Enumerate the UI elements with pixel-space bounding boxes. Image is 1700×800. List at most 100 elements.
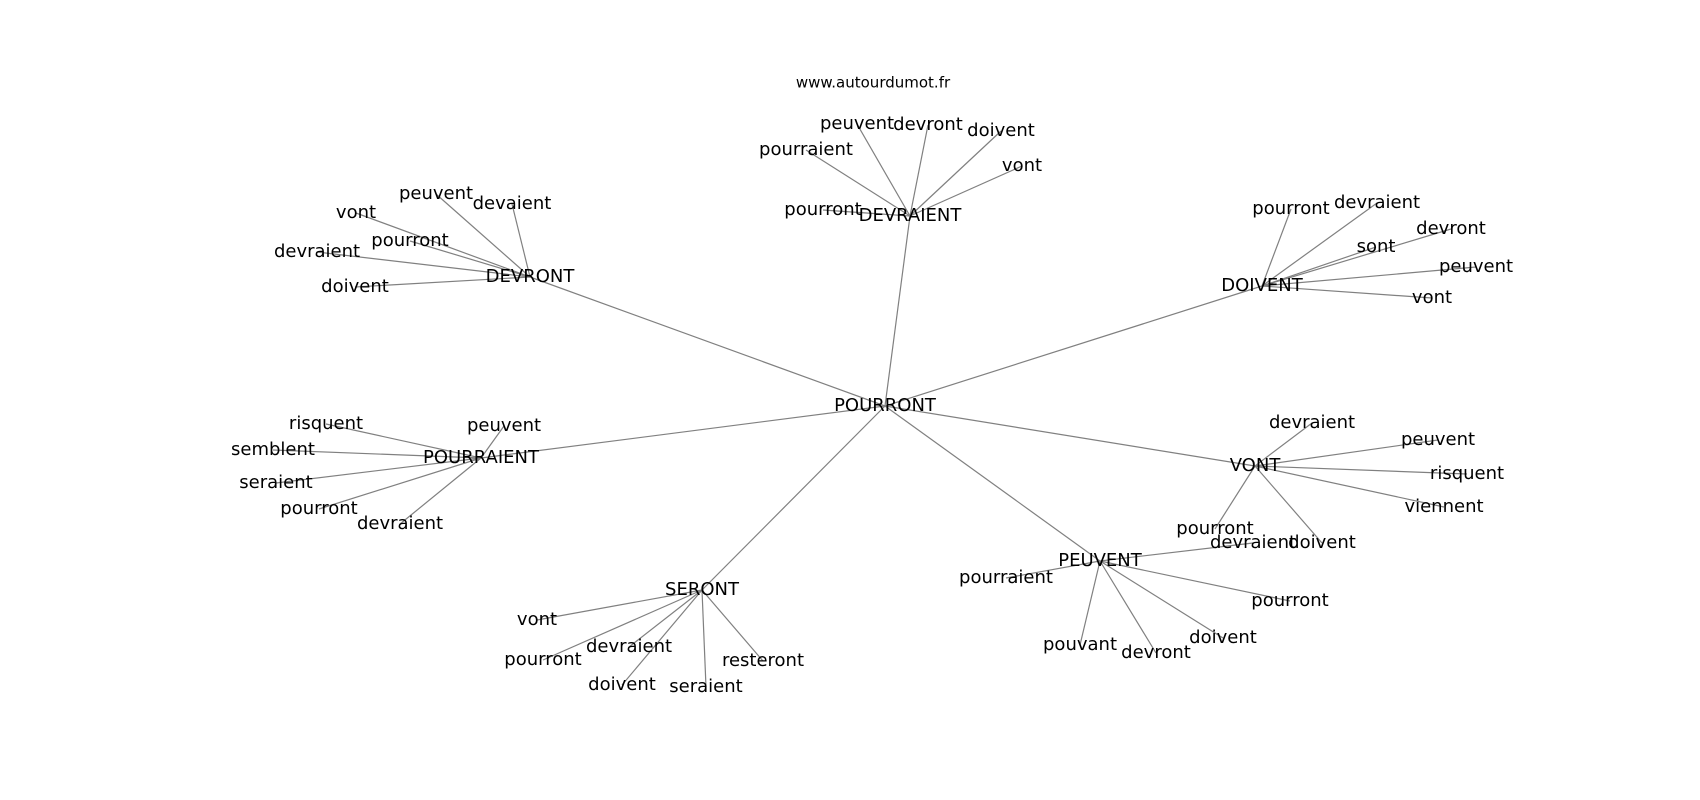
edge-hub-leaf — [856, 123, 911, 217]
edge-hub-leaf — [628, 589, 703, 648]
edge-hub-leaf — [542, 589, 703, 661]
leaf-node[interactable]: pourront — [280, 498, 357, 519]
edge-hub-leaf — [909, 124, 929, 217]
leaf-node[interactable]: devraient — [1269, 412, 1355, 433]
leaf-node[interactable]: devaient — [473, 193, 552, 214]
edge-hub-leaf — [435, 193, 531, 278]
edge-hub-leaf — [1261, 246, 1377, 287]
edge-hub-leaf — [1099, 560, 1157, 654]
leaf-node[interactable]: viennent — [1404, 496, 1483, 517]
leaf-node[interactable]: pourront — [504, 649, 581, 670]
hub-node[interactable]: DEVRAIENT — [859, 205, 963, 226]
edge-hub-leaf — [511, 203, 531, 278]
edge-hub-leaf — [1005, 560, 1101, 579]
edge-hub-leaf — [701, 589, 707, 688]
edge-center-hub — [529, 276, 886, 407]
edge-hub-leaf — [909, 130, 1002, 217]
leaf-node[interactable]: devraient — [1210, 532, 1296, 553]
hub-node[interactable]: POURRAIENT — [423, 447, 540, 468]
leaf-node[interactable]: peuvent — [399, 183, 473, 204]
edge-hub-leaf — [316, 251, 531, 278]
leaf-node[interactable]: seraient — [239, 472, 312, 493]
leaf-node[interactable]: devront — [1121, 642, 1191, 663]
graph-edges — [272, 123, 1477, 688]
leaf-node[interactable]: devront — [1416, 218, 1486, 239]
edge-hub-leaf — [1254, 422, 1313, 467]
edge-center-hub — [884, 285, 1263, 407]
edge-center-hub — [480, 405, 886, 459]
leaf-node[interactable]: devraient — [586, 636, 672, 657]
leaf-node[interactable]: doivent — [588, 674, 656, 695]
edge-hub-leaf — [1254, 465, 1323, 544]
leaf-node[interactable]: pourront — [1176, 518, 1253, 539]
edge-center-hub — [884, 405, 1256, 467]
hub-node[interactable]: DOIVENT — [1221, 275, 1303, 296]
edge-hub-leaf — [805, 149, 911, 217]
edge-hub-leaf — [480, 425, 505, 459]
edge-hub-leaf — [701, 589, 764, 662]
leaf-node[interactable]: vont — [1412, 287, 1452, 308]
edge-hub-leaf — [621, 589, 703, 686]
leaf-node[interactable]: resteront — [722, 650, 804, 671]
leaf-node[interactable]: devront — [893, 114, 963, 135]
leaf-node[interactable]: vont — [336, 202, 376, 223]
leaf-node[interactable]: pourraient — [759, 139, 853, 160]
leaf-node[interactable]: risquent — [1430, 463, 1504, 484]
edge-hub-leaf — [1099, 560, 1224, 639]
leaf-node[interactable]: pourront — [371, 230, 448, 251]
hub-node[interactable]: DEVRONT — [486, 266, 576, 287]
leaf-node[interactable]: peuvent — [1401, 429, 1475, 450]
leaf-node[interactable]: vont — [1002, 155, 1042, 176]
leaf-node[interactable]: doivent — [967, 120, 1035, 141]
leaf-node[interactable]: pourront — [1251, 590, 1328, 611]
edge-hub-leaf — [1261, 285, 1433, 299]
edge-hub-leaf — [909, 165, 1023, 217]
leaf-node[interactable]: pourront — [1252, 198, 1329, 219]
leaf-node[interactable]: pourront — [784, 199, 861, 220]
edge-hub-leaf — [354, 276, 531, 288]
edge-hub-leaf — [1254, 439, 1439, 467]
edge-hub-leaf — [1079, 560, 1101, 646]
leaf-node[interactable]: peuvent — [467, 415, 541, 436]
leaf-node[interactable]: peuvent — [820, 113, 894, 134]
leaf-node[interactable]: doivent — [1288, 532, 1356, 553]
leaf-node[interactable]: pouvant — [1043, 634, 1117, 655]
hub-node[interactable]: VONT — [1230, 455, 1282, 476]
edge-hub-leaf — [275, 457, 482, 484]
hub-node[interactable]: PEUVENT — [1058, 550, 1143, 571]
leaf-node[interactable]: risquent — [289, 413, 363, 434]
edge-hub-leaf — [1099, 560, 1291, 602]
leaf-node[interactable]: peuvent — [1439, 256, 1513, 277]
source-url: www.autourdumot.fr — [796, 74, 951, 92]
edge-hub-leaf — [1099, 542, 1254, 562]
leaf-node[interactable]: pourraient — [959, 567, 1053, 588]
leaf-node[interactable]: vont — [517, 609, 557, 630]
edge-hub-leaf — [399, 457, 482, 525]
edge-center-hub — [884, 215, 911, 407]
leaf-node[interactable]: devraient — [274, 241, 360, 262]
leaf-node[interactable]: doivent — [321, 276, 389, 297]
edge-hub-leaf — [355, 212, 531, 278]
edge-center-hub — [884, 405, 1101, 562]
leaf-node[interactable]: seraient — [669, 676, 742, 697]
leaf-node[interactable]: doivent — [1189, 627, 1257, 648]
edge-hub-leaf — [318, 457, 482, 510]
leaf-node[interactable]: devraient — [357, 513, 443, 534]
edge-hub-leaf — [536, 589, 703, 621]
hub-node[interactable]: SERONT — [665, 579, 740, 600]
edge-hub-leaf — [1261, 228, 1452, 287]
edge-hub-leaf — [272, 449, 482, 459]
edge-hub-leaf — [1261, 202, 1378, 287]
edge-hub-leaf — [1214, 465, 1256, 530]
leaf-node[interactable]: devraient — [1334, 192, 1420, 213]
edge-center-hub — [701, 405, 886, 591]
edge-hub-leaf — [409, 240, 531, 278]
center-node[interactable]: POURRONT — [834, 395, 937, 416]
leaf-node[interactable]: semblent — [231, 439, 315, 460]
edge-hub-leaf — [1254, 465, 1468, 475]
edge-hub-leaf — [1261, 208, 1292, 287]
leaf-node[interactable]: sont — [1357, 236, 1396, 257]
edge-hub-leaf — [1254, 465, 1445, 508]
